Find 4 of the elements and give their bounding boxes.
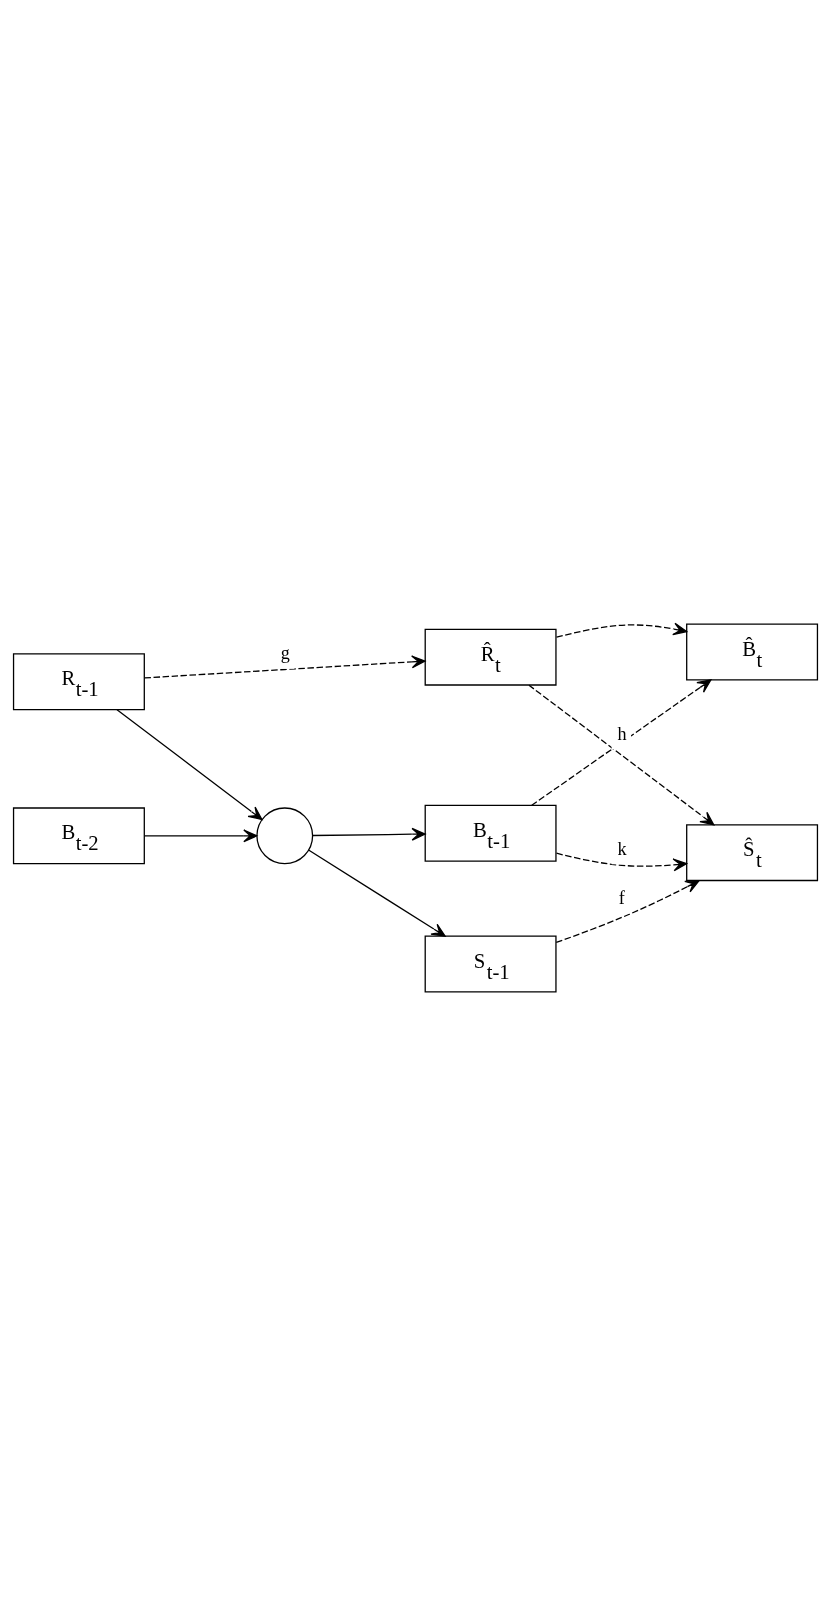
edge-label: h [617,723,627,744]
edge-label: f [618,887,625,908]
edge-label: g [280,642,290,663]
edge-label: k [617,838,627,859]
